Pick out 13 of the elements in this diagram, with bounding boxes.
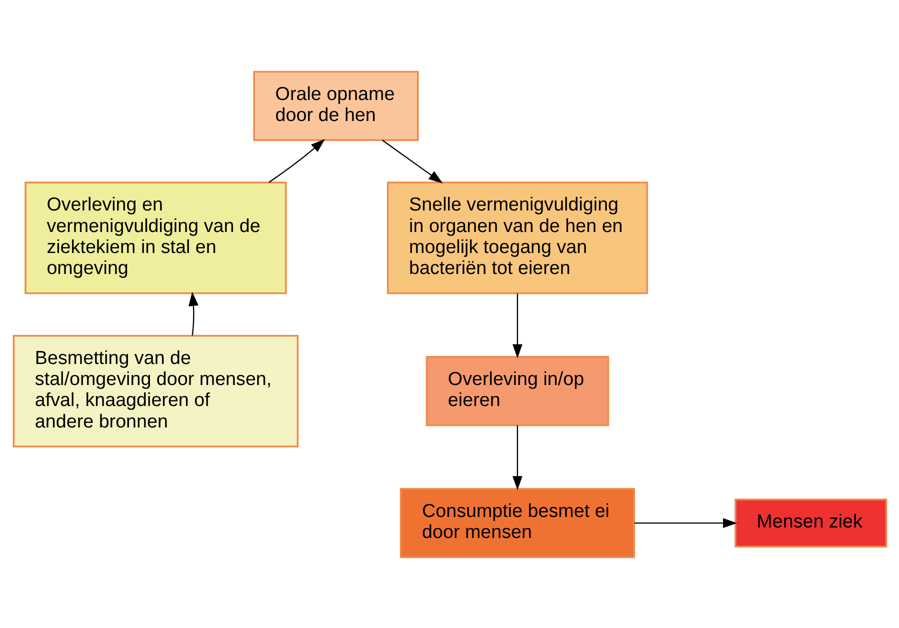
arrow [634, 518, 737, 528]
node-box: Overleving en vermenigvuldiging van de ziektekiem in stal en omgeving [24, 181, 286, 294]
arrow [512, 293, 522, 358]
node-box: Snelle vermenigvuldiging in organen van de hen en mogelijk toegang van bacteriën tot eieren [386, 181, 648, 294]
arrow [188, 291, 198, 336]
node-box: Overleving in/op eieren [425, 356, 609, 426]
arrow [381, 139, 442, 183]
arrow [268, 138, 324, 182]
node-box: Besmetting van de stal/omgeving door mensen, afval, knaagdieren of andere bronnen [12, 334, 298, 447]
node-box: Orale opname door de hen [252, 70, 418, 140]
node-box: Consumptie besmet ei door mensen [399, 488, 634, 558]
node-box: Mensen ziek [734, 498, 887, 548]
arrow [512, 424, 522, 490]
